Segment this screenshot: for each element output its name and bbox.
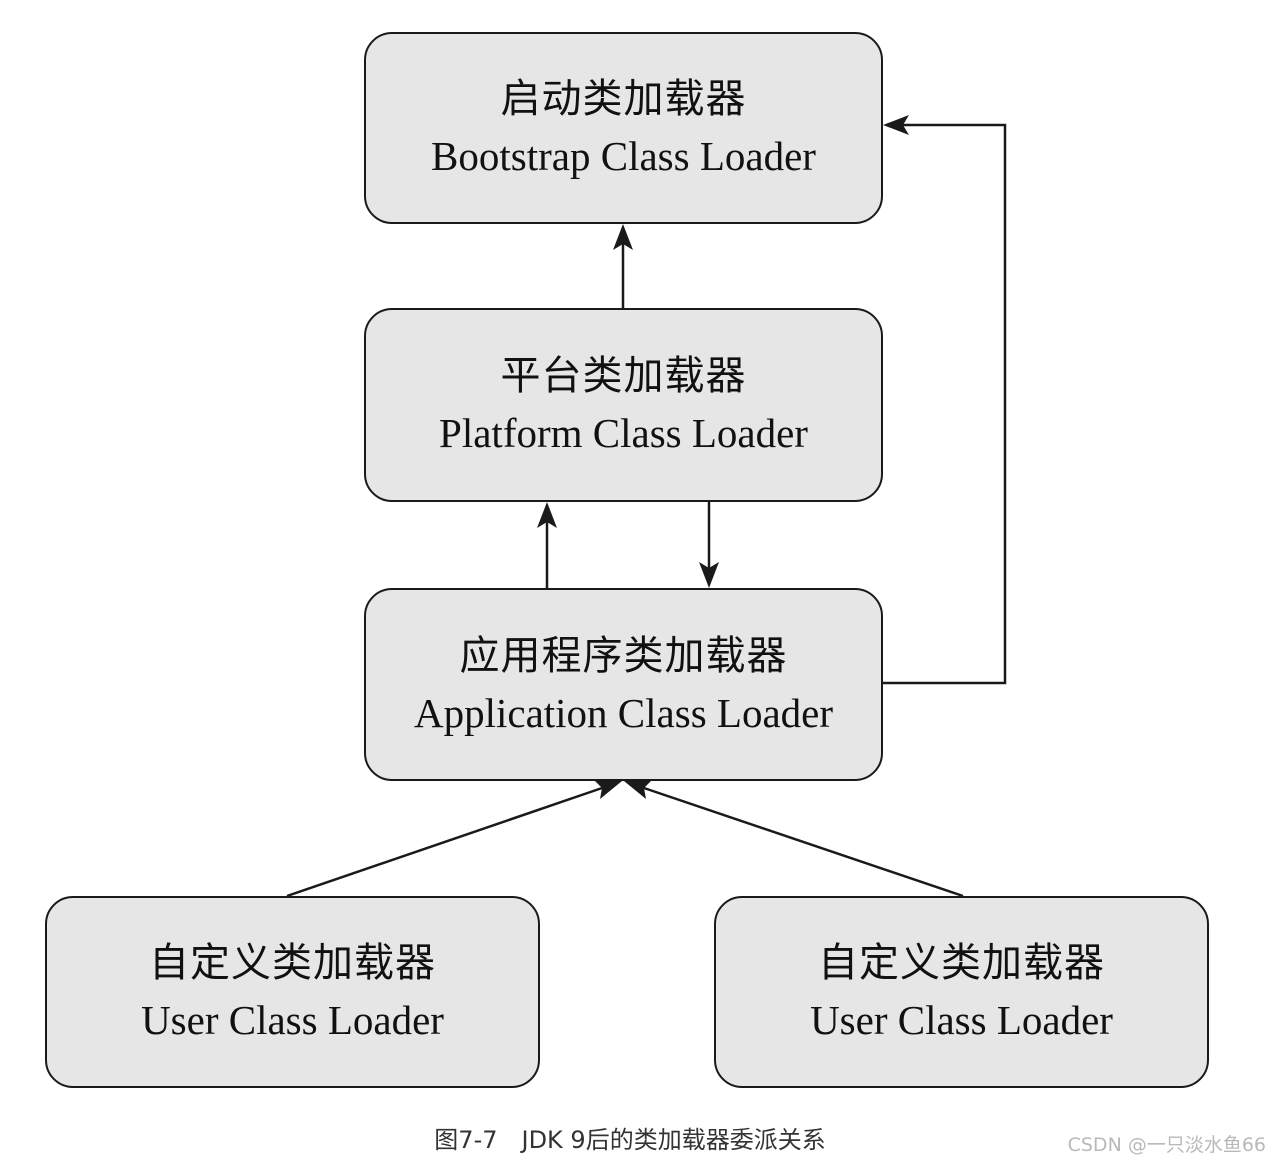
edge-user-right-to-application — [624, 780, 964, 898]
edge-platform-to-bootstrap — [613, 224, 633, 308]
edge-application-to-bootstrap — [882, 115, 1007, 685]
application-label-cn: 应用程序类加载器 — [459, 632, 788, 679]
bootstrap-class-loader-node: 启动类加载器 Bootstrap Class Loader — [364, 32, 883, 224]
user-left-label-cn: 自定义类加载器 — [149, 940, 436, 986]
platform-class-loader-node: 平台类加载器 Platform Class Loader — [364, 308, 883, 502]
user-left-label-en: User Class Loader — [141, 997, 444, 1043]
edge-application-to-platform — [537, 502, 557, 588]
platform-label-en: Platform Class Loader — [439, 410, 808, 456]
application-class-loader-node: 应用程序类加载器 Application Class Loader — [364, 588, 883, 781]
figure-caption: 图7-7 JDK 9后的类加载器委派关系 — [434, 1126, 826, 1154]
edge-user-left-to-application — [286, 780, 622, 898]
application-label-en: Application Class Loader — [413, 689, 833, 736]
platform-label-cn: 平台类加载器 — [500, 353, 747, 399]
bootstrap-label-cn: 启动类加载器 — [500, 76, 747, 122]
csdn-watermark: CSDN @一只淡水鱼66 — [1067, 1134, 1266, 1156]
user-class-loader-node-left: 自定义类加载器 User Class Loader — [45, 896, 540, 1088]
user-right-label-cn: 自定义类加载器 — [818, 940, 1105, 986]
edge-platform-to-application — [699, 502, 719, 588]
bootstrap-label-en: Bootstrap Class Loader — [431, 133, 816, 179]
user-right-label-en: User Class Loader — [810, 997, 1113, 1043]
user-class-loader-node-right: 自定义类加载器 User Class Loader — [714, 896, 1209, 1088]
